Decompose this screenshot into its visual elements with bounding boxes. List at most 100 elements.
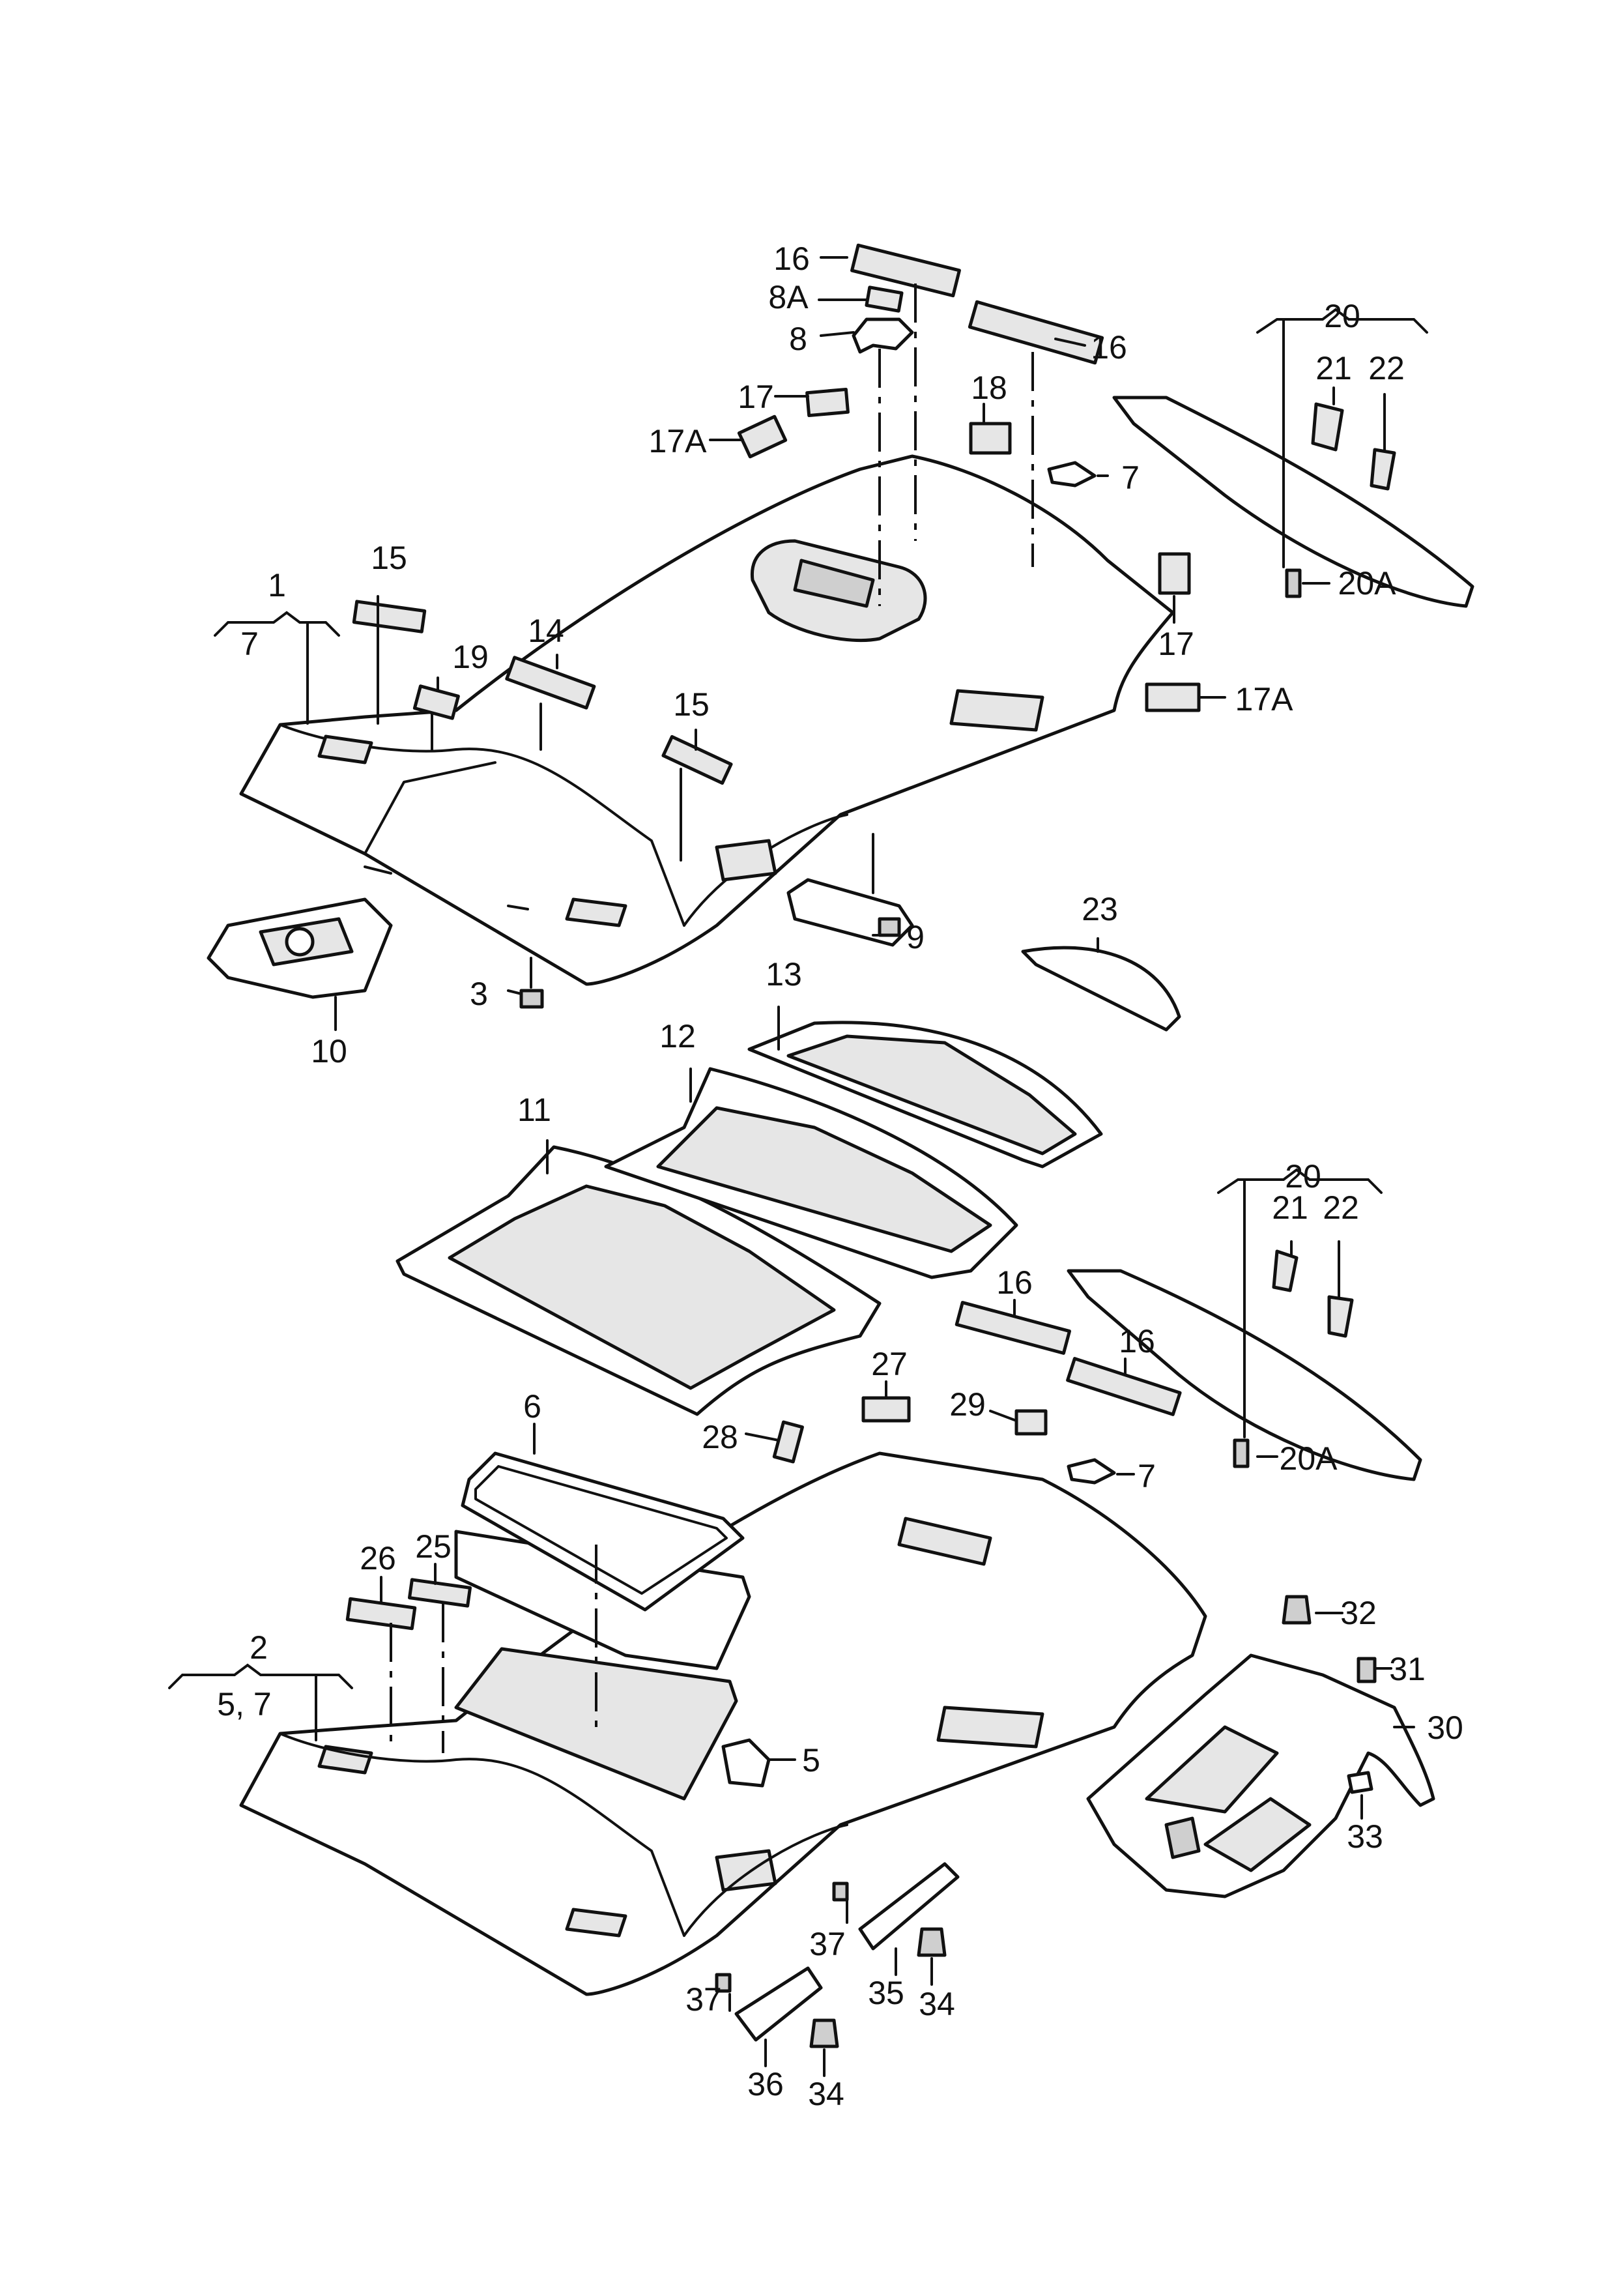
label-5-7: 5, 7 [217,1686,271,1722]
label-21-a: 21 [1315,350,1352,386]
label-17-a: 17 [738,379,774,415]
part-8A-clip [865,285,904,313]
part-10-dome-light [207,897,393,999]
label-11: 11 [517,1092,551,1128]
label-17-b: 17 [1158,626,1194,662]
part-29-pad [1014,1409,1048,1436]
label-15-a: 15 [371,540,407,576]
part-13-pad [747,1021,1103,1169]
part-17A-pad [737,414,788,459]
label-1: 1 [268,567,286,603]
part-7-clip-c [1067,1458,1116,1485]
label-15-b: 15 [673,686,710,723]
part-32-nut [1282,1595,1312,1625]
label-25: 25 [415,1528,452,1565]
label-26: 26 [360,1540,396,1577]
label-27: 27 [871,1346,908,1382]
label-34-a: 34 [919,1986,955,2022]
part-17-pad-b [1158,552,1191,595]
label-3: 3 [470,976,488,1012]
label-8: 8 [789,321,807,357]
label-35: 35 [868,1975,904,2011]
label-34-b: 34 [808,2076,844,2112]
label-13: 13 [766,956,802,993]
label-17A-b: 17A [1235,681,1294,718]
part-7-clip-a [1047,461,1097,487]
part-16-strip-c [955,1301,1072,1355]
label-20-a: 20 [1324,298,1360,334]
label-9: 9 [906,919,925,955]
label-28: 28 [702,1419,738,1455]
label-18: 18 [971,370,1007,406]
label-32: 32 [1340,1595,1377,1631]
part-23-trim [1021,946,1181,1032]
label-20A-a: 20A [1338,565,1397,602]
label-5: 5 [802,1742,820,1779]
label-33: 33 [1347,1818,1383,1855]
label-22-a: 22 [1368,350,1405,386]
label-7-a: 7 [240,626,259,662]
label-17A-a: 17A [649,423,708,459]
part-17-pad [805,387,850,418]
part-14-pad [505,656,596,710]
label-16-a: 16 [773,240,810,277]
label-12: 12 [659,1018,696,1054]
part-25-pad [407,1578,472,1608]
label-19: 19 [452,639,489,675]
part-18-pad [969,422,1012,455]
part-17A-pad-b [1145,682,1201,712]
part-34-nut-b [809,2018,839,2048]
part-11-pad [395,1145,882,1416]
label-30: 30 [1427,1709,1463,1746]
part-16-strip-d [1066,1357,1182,1416]
part-15-pad [352,600,427,633]
label-6: 6 [523,1388,541,1425]
label-14: 14 [528,613,564,649]
label-37-a: 37 [809,1926,846,1962]
label-8A: 8A [768,279,809,315]
part-27-pad [861,1396,911,1423]
part-12-pad [604,1067,1018,1279]
label-31: 31 [1389,1651,1426,1687]
label-23: 23 [1082,891,1118,927]
part-16-strip-a [850,243,961,298]
part-19-pad [412,684,460,720]
label-16-c: 16 [996,1264,1033,1301]
label-37-b: 37 [685,1981,722,2018]
part-37-screw-b [715,1973,732,1993]
part-31-screw [1357,1657,1377,1683]
part-5-clip [721,1738,771,1788]
part-28-pad [772,1420,804,1464]
part-8-bracket [852,317,914,354]
part-16-strip-b [968,300,1104,365]
headliner-bottom [239,1451,1207,1996]
part-33-clip [1347,1771,1373,1794]
part-30-bracket [1086,1653,1435,1898]
leader-lines [168,256,1428,2077]
label-20A-b: 20A [1280,1440,1338,1477]
label-16-b: 16 [1091,329,1127,366]
label-29: 29 [949,1386,986,1423]
label-36: 36 [747,2066,784,2102]
part-35-bracket [858,1862,960,1951]
part-3-screw [519,957,544,1009]
label-2: 2 [250,1629,268,1666]
part-34-nut-a [917,1927,947,1957]
callout-labels: 1 7 15 14 19 15 16 8A 8 16 17 17A 18 7 2… [217,240,1463,2112]
part-15-pad-b [661,734,733,785]
label-16-d: 16 [1119,1323,1155,1359]
headliner-top [239,454,1175,986]
part-6-seal [461,1451,745,1612]
part-37-screw-a [832,1882,849,1902]
label-7-c: 7 [1138,1458,1156,1494]
label-20-b: 20 [1285,1158,1321,1195]
part-20-rail-top [1112,396,1474,608]
label-10: 10 [311,1033,347,1069]
part-36-bracket [734,1966,823,2042]
label-7-b: 7 [1121,459,1140,496]
part-9-lamp [786,878,914,947]
part-26-pad [345,1597,417,1631]
label-22-b: 22 [1323,1189,1359,1226]
label-21-b: 21 [1272,1189,1308,1226]
